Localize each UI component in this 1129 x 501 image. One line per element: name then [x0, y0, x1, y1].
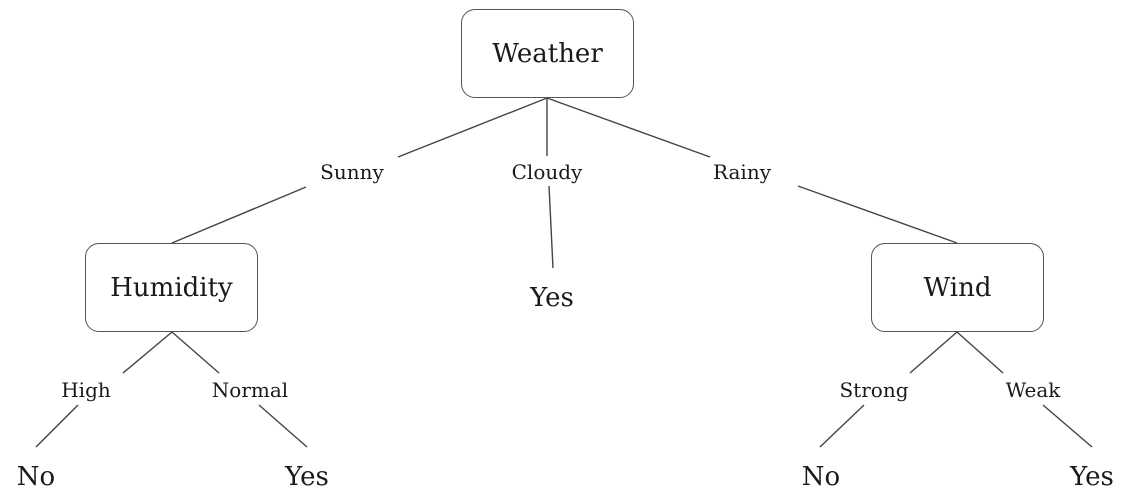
- node-humidity: Humidity: [85, 243, 258, 332]
- edge-strong-no: [819, 404, 865, 448]
- node-weather: Weather: [461, 9, 634, 98]
- edge-weak-yes: [1042, 404, 1093, 448]
- node-weather-label: Weather: [492, 38, 603, 69]
- edge-label-weak: Weak: [1002, 378, 1064, 402]
- edge-label-sunny: Sunny: [317, 160, 387, 184]
- edge-cloudy-yes: [548, 185, 554, 269]
- edge-humidity-normal: [171, 331, 220, 374]
- leaf-strong-no: No: [801, 462, 841, 492]
- leaf-high-no: No: [16, 462, 56, 492]
- edge-label-rainy: Rainy: [709, 160, 775, 184]
- node-humidity-label: Humidity: [110, 272, 233, 303]
- edge-label-normal: Normal: [208, 378, 292, 402]
- edge-normal-yes: [258, 404, 308, 448]
- edge-weather-rainy: [546, 97, 711, 158]
- edge-sunny-humidity: [171, 186, 307, 244]
- edge-wind-strong: [909, 331, 958, 374]
- leaf-weak-yes: Yes: [1070, 462, 1114, 492]
- edge-high-no: [35, 404, 79, 448]
- node-wind-label: Wind: [923, 272, 992, 303]
- edge-label-cloudy: Cloudy: [508, 160, 586, 184]
- leaf-cloudy-yes: Yes: [530, 283, 574, 313]
- edge-wind-weak: [956, 331, 1004, 374]
- edge-humidity-high: [122, 331, 173, 374]
- leaf-normal-yes: Yes: [285, 462, 329, 492]
- edge-label-strong: Strong: [836, 378, 912, 402]
- node-wind: Wind: [871, 243, 1044, 332]
- edge-weather-sunny: [397, 97, 548, 158]
- edge-label-high: High: [58, 378, 114, 402]
- edge-rainy-wind: [797, 185, 958, 244]
